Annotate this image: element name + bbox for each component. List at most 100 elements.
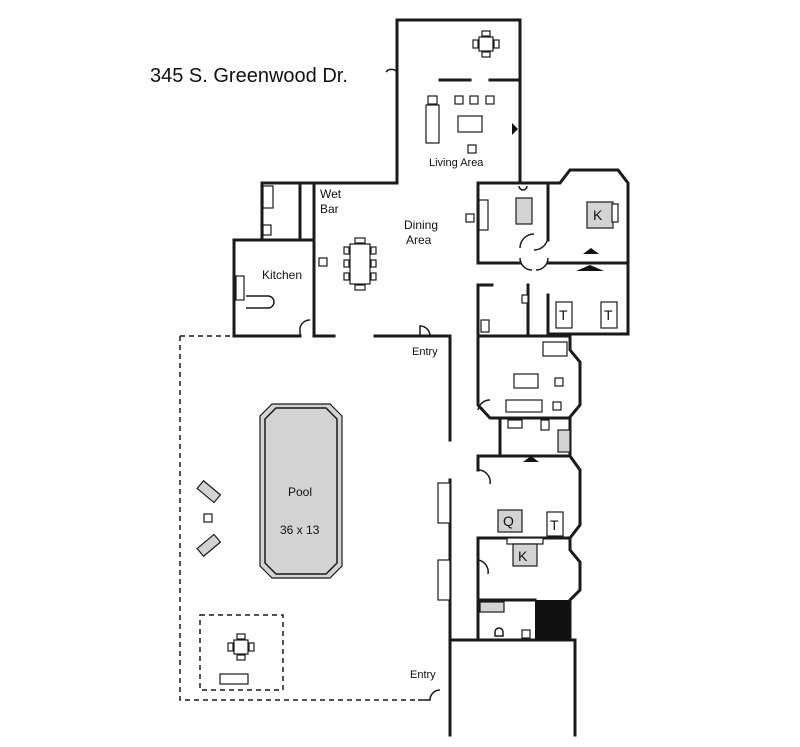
closet-block: [535, 600, 570, 640]
side-table: [552, 401, 562, 411]
side-table: [427, 95, 438, 105]
toilet-lower-2: [494, 627, 504, 637]
chair: [248, 642, 255, 652]
chair: [481, 51, 491, 58]
dining-table: [349, 243, 371, 285]
ottoman: [467, 144, 477, 154]
lower-room1-wall: [476, 334, 572, 420]
toilet: [518, 185, 528, 191]
lower-door-swing-1: [477, 399, 491, 411]
room-label-wetbar-2: Bar: [320, 202, 339, 216]
sink: [262, 224, 272, 236]
room-label-living: Living Area: [429, 157, 484, 169]
top-patio-walls: [395, 18, 522, 82]
chair: [236, 654, 246, 661]
lounge-chair-2: [196, 533, 222, 558]
counter: [262, 185, 274, 209]
twin-bed-a: [555, 301, 573, 329]
tv-icon: [576, 265, 604, 271]
counter: [505, 399, 543, 413]
dining-chair: [370, 259, 377, 268]
bed-letter-twin-a: T: [559, 307, 568, 323]
patio-dining-area: [199, 614, 284, 691]
kitchen-island: [246, 295, 275, 309]
king-bed-bottom: [512, 543, 538, 567]
lower-bath-walls: [476, 416, 572, 458]
chair: [236, 633, 246, 640]
garage-walls: [448, 638, 577, 737]
dining-chair: [370, 272, 377, 281]
chair: [227, 642, 234, 652]
fireplace-icon: [512, 123, 518, 135]
twin-bed-c: [546, 511, 564, 537]
garage-entry-door: [418, 689, 441, 701]
dining-chair: [370, 246, 377, 255]
armchair: [454, 95, 464, 105]
coffee-table: [457, 115, 483, 133]
sink-lower-2: [521, 629, 531, 639]
sink-lower: [507, 419, 523, 429]
room-label-dining-2: Area: [406, 233, 432, 247]
entry-label-main: Entry: [412, 346, 438, 358]
sliding-door-1: [437, 482, 451, 524]
patio-table: [233, 639, 249, 655]
bed-letter-king-bottom: K: [518, 548, 528, 564]
grill: [219, 673, 249, 685]
bed-letter-queen: Q: [503, 513, 514, 529]
headboard: [506, 537, 544, 545]
vanity: [478, 199, 489, 231]
pool: [259, 403, 343, 579]
kitchen-door-swing: [299, 319, 311, 336]
toilet-lower: [540, 419, 550, 431]
bed-letter-twin-c: T: [550, 517, 559, 533]
chair: [554, 377, 564, 387]
chair: [493, 39, 500, 49]
hall-door-swings-2: [519, 257, 549, 271]
dining-chair: [343, 246, 350, 255]
lower-door-swing-3: [477, 559, 489, 575]
lounge-chair-1: [196, 479, 222, 504]
stove: [235, 275, 245, 301]
dining-chair: [354, 284, 366, 291]
bathtub: [515, 197, 533, 225]
bed-letter-king-top: K: [593, 207, 603, 223]
desk: [542, 341, 568, 357]
patio-table-top: [478, 36, 494, 52]
entry-label-garage: Entry: [410, 669, 436, 681]
twin-bed-b: [600, 301, 618, 329]
wetbar-walls: [298, 181, 316, 338]
dining-chair: [343, 272, 350, 281]
shower: [557, 429, 571, 453]
lower-door-swing-2: [477, 469, 491, 485]
chair: [472, 39, 479, 49]
room-label-wetbar-1: Wet: [320, 187, 342, 201]
property-address: 345 S. Greenwood Dr.: [150, 65, 348, 87]
nightstand: [611, 203, 619, 223]
sofa: [425, 104, 440, 144]
sliding-door-2: [437, 559, 451, 601]
side-table: [465, 213, 475, 223]
pool-size-label: 36 x 13: [280, 523, 320, 537]
table: [513, 373, 539, 389]
room-label-kitchen: Kitchen: [262, 268, 302, 282]
room-label-dining-1: Dining: [404, 218, 438, 232]
queen-bed: [497, 509, 523, 533]
sink-mid: [521, 294, 529, 304]
lower-wing-east: [476, 334, 582, 642]
toilet-mid: [480, 319, 490, 333]
armchair: [469, 95, 479, 105]
bedroom-upper-walls: [546, 168, 630, 336]
lamp-icon: [583, 248, 599, 254]
main-entry-door-swing: [419, 325, 431, 337]
dining-chair: [354, 237, 366, 244]
armchair: [485, 95, 495, 105]
side-table: [203, 513, 213, 523]
patio-boundary: [179, 336, 418, 701]
chair: [481, 30, 491, 37]
lamp-icon-2: [523, 456, 539, 462]
hall-door-swings: [519, 233, 549, 251]
dining-chair: [343, 259, 350, 268]
bar-stool: [318, 257, 328, 267]
pool-inner-edge: [264, 407, 338, 575]
